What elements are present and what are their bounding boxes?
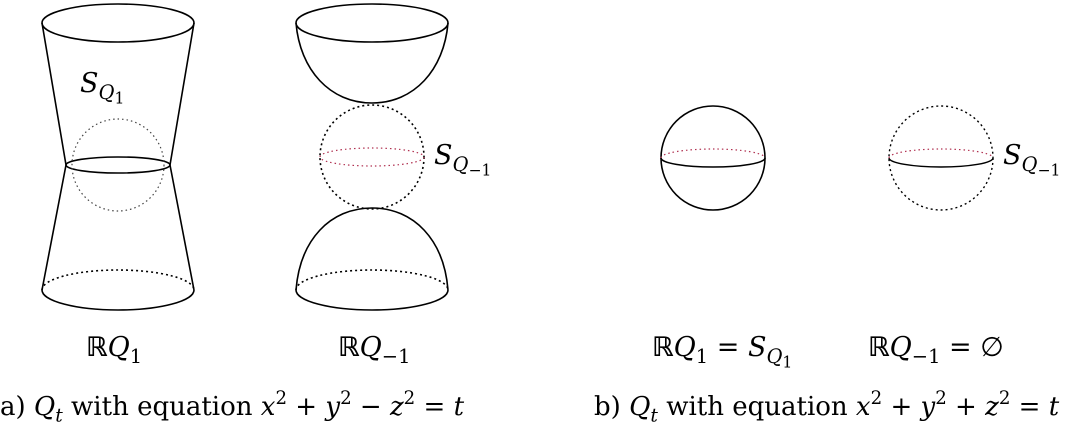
upper-sheet-rim bbox=[295, 3, 449, 43]
caption-rq-minus1: ℝQ−1 bbox=[338, 332, 411, 368]
empty-sphere-equator-front bbox=[888, 157, 994, 168]
empty-sphere bbox=[888, 105, 994, 211]
hyperboloid-top-rim bbox=[41, 3, 195, 43]
empty-sphere-equator-back bbox=[888, 148, 994, 159]
label-s-q-minus1-a: SQ−1 bbox=[434, 140, 492, 180]
figure-b-caption: b) Qt with equation x2 + y2 + z2 = t bbox=[594, 388, 1060, 427]
label-s-q-minus1-b: SQ−1 bbox=[1003, 140, 1061, 180]
empty-sphere-outline bbox=[888, 105, 994, 211]
real-sphere-outline bbox=[660, 105, 766, 211]
real-sphere-equator-front bbox=[660, 157, 766, 168]
two-sheet-sphere-equator bbox=[319, 147, 425, 167]
hyperboloid-one-sheet bbox=[41, 3, 195, 311]
hyperboloid-left-profile bbox=[41, 22, 67, 291]
real-sphere bbox=[660, 105, 766, 211]
lower-sheet-bowl bbox=[295, 207, 449, 291]
hyperboloid-waist bbox=[65, 156, 171, 174]
hyperboloid-bottom-rim-front bbox=[41, 289, 195, 311]
figure-a-caption: a) Qt with equation x2 + y2 − z2 = t bbox=[0, 388, 465, 427]
hyperboloid-bottom-rim-back bbox=[41, 269, 195, 291]
lower-sheet-rim-front bbox=[295, 289, 449, 311]
two-sheet-sphere bbox=[319, 104, 425, 210]
caption-rq-minus1-empty: ℝQ−1 = ∅ bbox=[868, 332, 1004, 368]
real-sphere-equator-back bbox=[660, 148, 766, 159]
caption-rq1: ℝQ1 bbox=[86, 332, 143, 368]
upper-sheet-bowl bbox=[295, 22, 449, 104]
label-s-q1: SQ1 bbox=[80, 68, 125, 108]
lower-sheet-rim-back bbox=[295, 269, 449, 291]
hyperboloid-right-profile bbox=[169, 22, 195, 291]
hyperboloid-two-sheets bbox=[295, 3, 449, 311]
hyperboloid-inner-sphere bbox=[71, 118, 165, 212]
caption-rq1-equals-s: ℝQ1 = SQ1 bbox=[652, 332, 793, 372]
